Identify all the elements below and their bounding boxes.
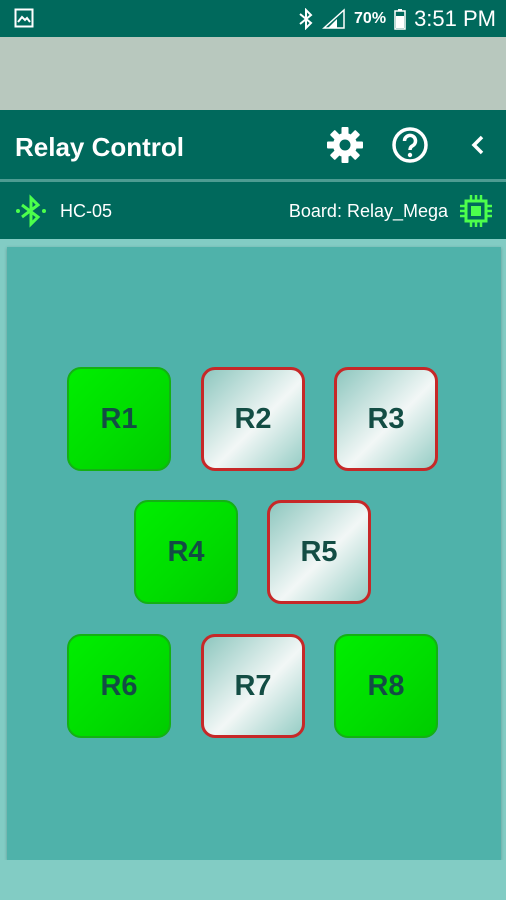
relay-button-r2[interactable]: R2	[201, 367, 305, 471]
app-bar: Relay Control	[0, 110, 506, 179]
connection-bar: HC-05 Board: Relay_Mega	[0, 182, 506, 239]
status-bar: 70% 3:51 PM	[0, 0, 506, 37]
relay-button-r1[interactable]: R1	[67, 367, 171, 471]
battery-icon	[394, 8, 406, 30]
clock: 3:51 PM	[414, 5, 496, 31]
gallery-icon	[14, 8, 34, 28]
chip-icon[interactable]	[458, 193, 494, 229]
page-title: Relay Control	[15, 132, 185, 162]
relay-button-r6[interactable]: R6	[67, 634, 171, 738]
divider	[0, 179, 506, 182]
relay-button-r3[interactable]: R3	[334, 367, 438, 471]
device-name: HC-05	[60, 201, 113, 221]
bluetooth-icon	[299, 7, 313, 30]
signal-icon	[322, 7, 345, 29]
bottom-strip	[0, 860, 506, 900]
relay-button-r5[interactable]: R5	[267, 500, 371, 604]
relay-button-r8[interactable]: R8	[334, 634, 438, 738]
relay-button-r7[interactable]: R7	[201, 634, 305, 738]
bluetooth-icon[interactable]	[14, 194, 48, 228]
gear-icon[interactable]	[325, 125, 365, 165]
back-chevron-icon[interactable]	[458, 125, 498, 165]
help-icon[interactable]	[390, 125, 430, 165]
blank-band	[0, 37, 506, 110]
battery-percent: 70%	[354, 9, 387, 27]
board-name: Board: Relay_Mega	[288, 201, 448, 221]
relay-button-r4[interactable]: R4	[134, 500, 238, 604]
relay-panel: R1 R2 R3 R4 R5 R6 R7 R8	[7, 247, 501, 860]
